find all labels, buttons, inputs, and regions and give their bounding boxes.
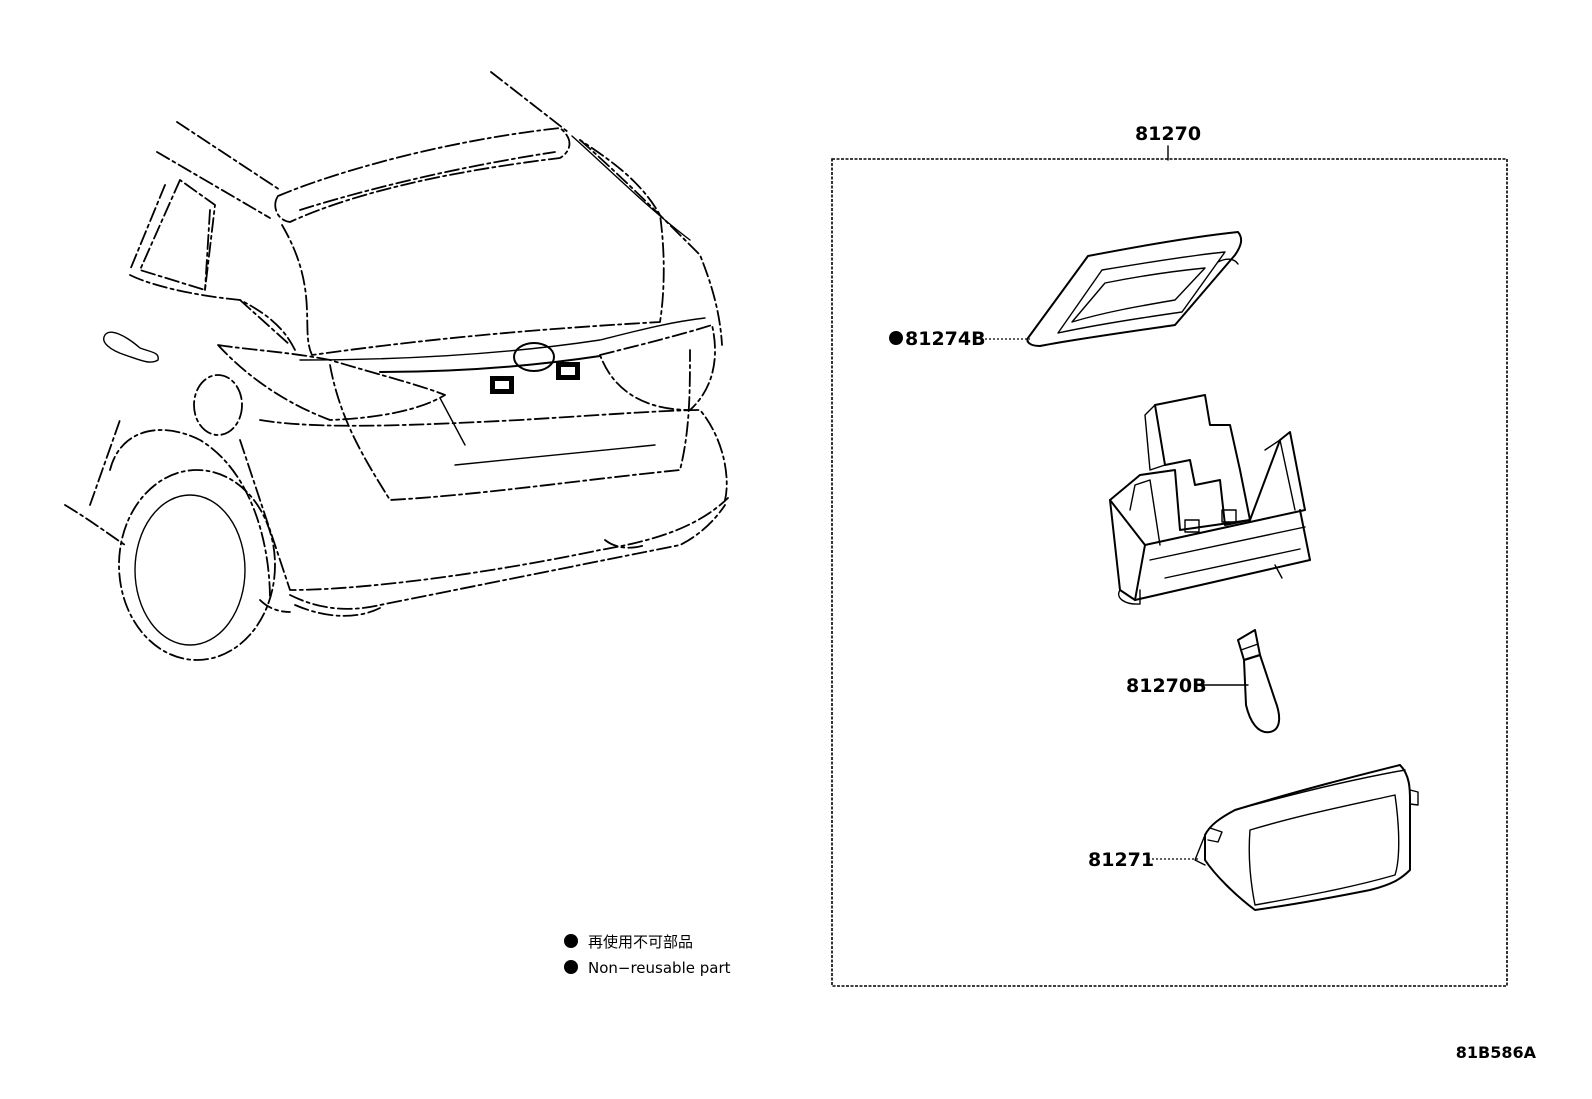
assembly-label[interactable]: 81270 [1135,123,1201,145]
legend-text-en: Non−reusable part [588,959,731,977]
lamp-housing [1109,394,1311,605]
legend-bullet-2 [564,960,578,974]
non-reusable-mark [889,331,903,345]
vehicle-rear-illustration [64,71,729,661]
legend-bullet-1 [564,934,578,948]
part-81270b-bulb [1237,629,1281,734]
license-lamp-left [490,376,514,394]
part-label-81274b[interactable]: 81274B [905,328,986,350]
legend: 再使用不可部品 Non−reusable part [564,933,731,977]
part-label-81270b[interactable]: 81270B [1126,675,1207,697]
assembly-box [831,158,1508,987]
assembly-81270-group: 81270 [831,123,1508,987]
part-81271-lens [1194,764,1419,911]
part-81274b [1026,231,1243,347]
diagram-code: 81B586A [1456,1043,1537,1062]
part-label-81271[interactable]: 81271 [1088,849,1154,871]
legend-text-jp: 再使用不可部品 [588,933,693,951]
license-lamp-right [556,362,580,380]
